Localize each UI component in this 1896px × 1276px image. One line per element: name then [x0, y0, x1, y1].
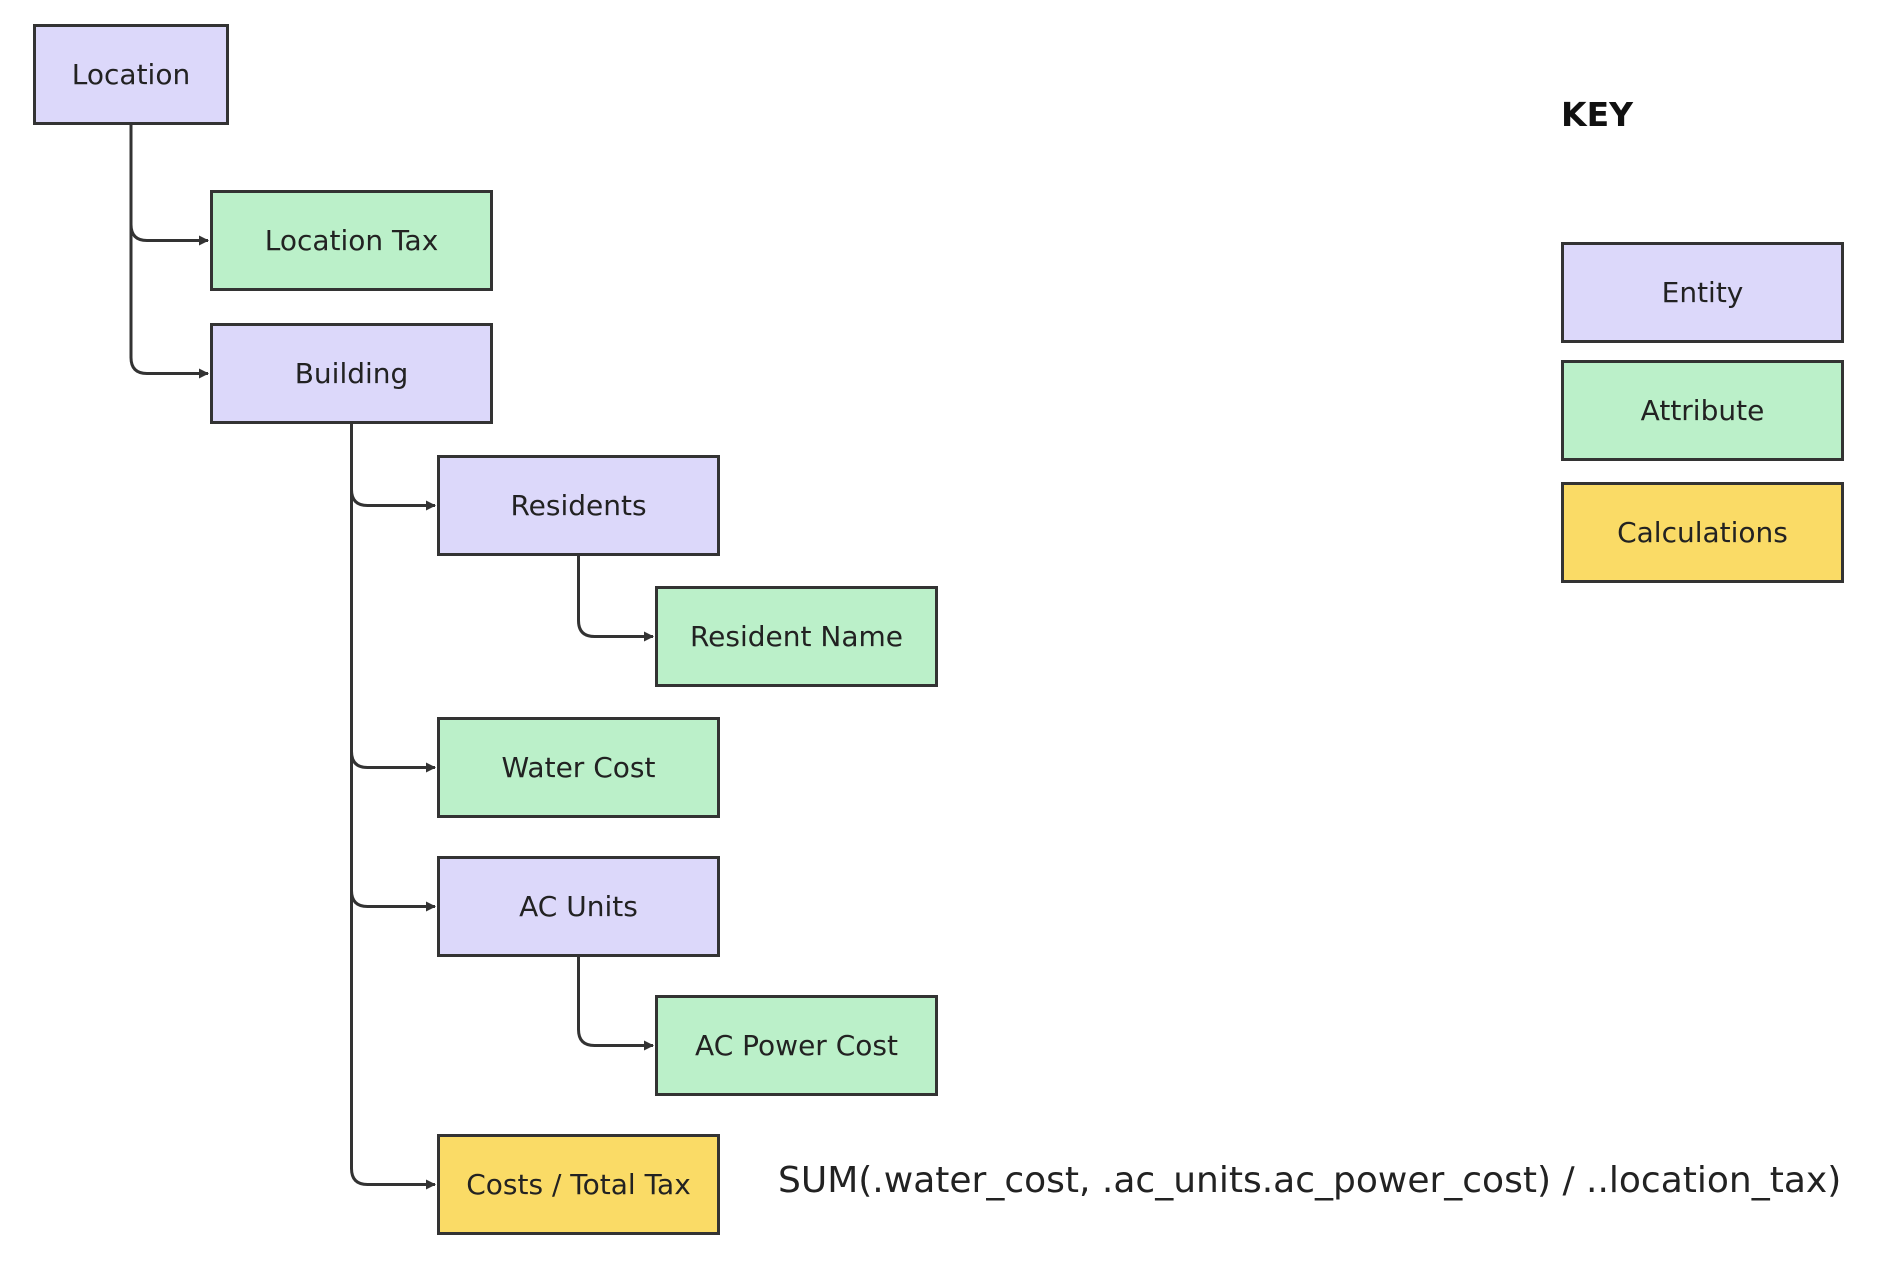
node-label: Location Tax: [264, 224, 439, 257]
edge-location-to-location-tax: [129, 125, 209, 246]
key-item-entity: Entity: [1561, 242, 1844, 343]
edge-residents-to-resident-name: [577, 556, 654, 642]
node-label: Building: [294, 357, 409, 390]
node-water-cost: Water Cost: [437, 717, 720, 818]
key-item-label: Attribute: [1640, 394, 1765, 427]
edge-building-to-water-cost: [350, 424, 436, 773]
key-item-label: Entity: [1661, 276, 1744, 309]
node-costs-total-tax: Costs / Total Tax: [437, 1134, 720, 1235]
node-label: Resident Name: [689, 620, 904, 653]
edge-ac-units-to-ac-power-cost: [577, 957, 654, 1051]
node-building: Building: [210, 323, 493, 424]
edge-location-to-building: [129, 125, 209, 379]
edge-building-to-ac-units: [350, 424, 436, 912]
node-ac-power-cost: AC Power Cost: [655, 995, 938, 1096]
formula-text: SUM(.water_cost, .ac_units.ac_power_cost…: [778, 1160, 1842, 1201]
node-location-tax: Location Tax: [210, 190, 493, 291]
node-label: Residents: [510, 489, 647, 522]
node-location: Location: [33, 24, 229, 125]
edge-building-to-costs-total-tax: [350, 424, 436, 1190]
key-item-calculations: Calculations: [1561, 482, 1844, 583]
node-label: Location: [71, 58, 191, 91]
key-item-label: Calculations: [1617, 516, 1788, 549]
key-item-attribute: Attribute: [1561, 360, 1844, 461]
node-label: AC Power Cost: [695, 1029, 898, 1062]
node-label: AC Units: [519, 890, 638, 923]
node-resident-name: Resident Name: [655, 586, 938, 687]
key-title: KEY: [1561, 95, 1634, 134]
node-label: Water Cost: [501, 751, 656, 784]
node-residents: Residents: [437, 455, 720, 556]
node-ac-units: AC Units: [437, 856, 720, 957]
node-label: Costs / Total Tax: [466, 1168, 691, 1201]
edge-building-to-residents: [350, 424, 436, 511]
